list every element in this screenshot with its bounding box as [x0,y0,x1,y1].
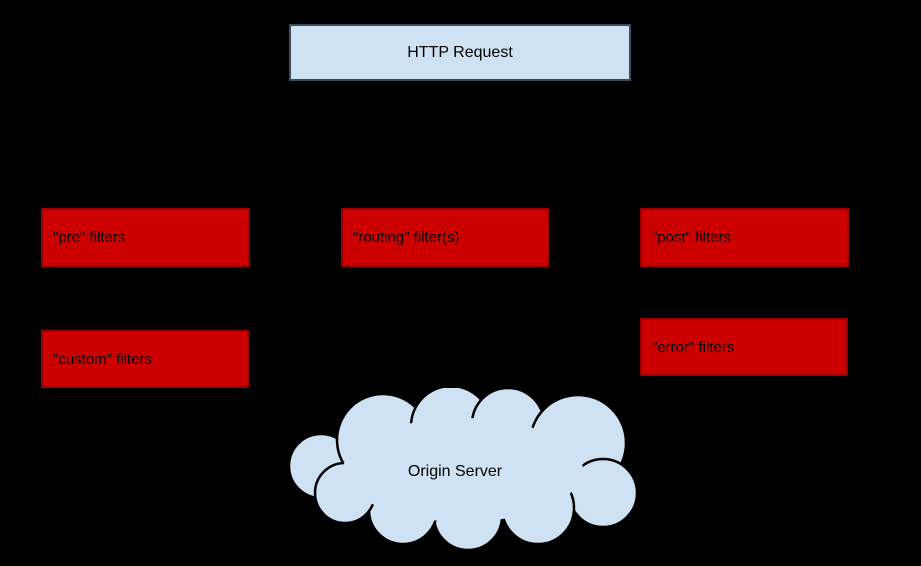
http-request-box: HTTP Request [289,24,631,81]
routing-filters-label: "routing" filter(s) [353,229,460,246]
cloud-shape-icon: Origin Server [287,388,639,550]
post-filters-box: "post" filters [640,208,849,267]
pre-filters-label: "pre" filters [53,229,126,246]
http-request-label: HTTP Request [407,43,513,61]
error-filters-label: "error" filters [652,338,735,356]
origin-server-cloud: Origin Server [283,388,649,550]
error-filters-box: "error" filters [640,318,848,376]
post-filters-label: "post" filters [652,229,732,246]
custom-filters-box: "custom" filters [41,330,249,388]
routing-filters-box: "routing" filter(s) [341,208,549,267]
pre-filters-box: "pre" filters [41,208,250,267]
custom-filters-label: "custom" filters [53,350,153,368]
origin-server-label: Origin Server [408,463,503,480]
